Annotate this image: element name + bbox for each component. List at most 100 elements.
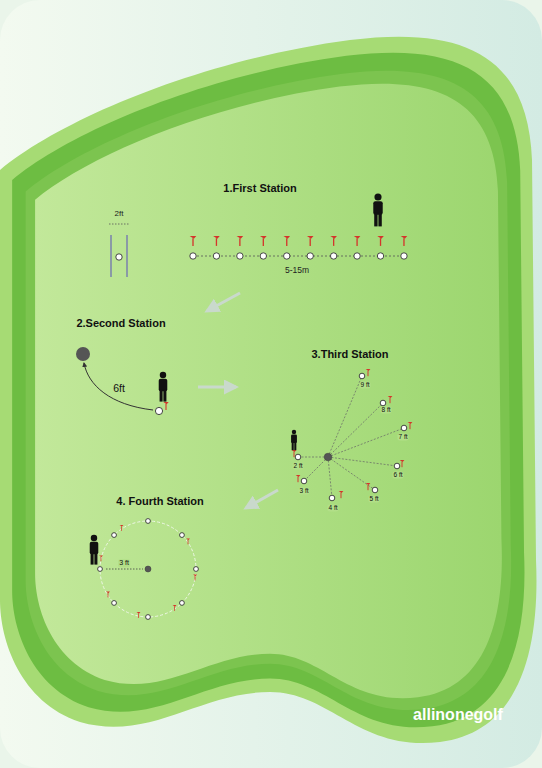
golf-ball [213,253,219,259]
tee-stem [286,238,287,246]
tee-stem [121,526,122,531]
dimension-line [109,224,129,225]
label: 6 ft [392,471,403,478]
person-leg [294,442,296,450]
tee-stem [188,540,189,545]
person-head [374,193,381,200]
golf-ball [194,567,199,572]
putt-line [328,403,383,457]
label: 3 ft [298,487,309,494]
label: 3 ft [118,559,130,567]
tee-stem [195,576,196,581]
tee-stem [390,398,391,404]
tee-stem [310,238,311,246]
putt-line [328,457,332,498]
label: 8 ft [380,406,391,413]
putt-line [298,457,328,458]
putt-arc [84,363,153,410]
tee-stem [239,238,240,246]
golf-ball [155,407,162,414]
golf-ball [284,253,290,259]
flow-arrow [207,293,240,311]
tee-stem [294,452,295,458]
person-leg [374,213,377,227]
golf-ball [112,533,117,538]
tee-stem [298,477,299,483]
tee-stem [410,424,411,430]
gate-rod [126,235,128,277]
tee-stem [380,238,381,246]
label: 6ft [113,383,125,395]
label: 5 ft [368,495,379,502]
putt-line [328,457,397,466]
golf-ball [180,533,185,538]
balls-and-tees [90,193,413,619]
person-head [91,535,97,541]
label: 7 ft [397,433,408,440]
tee-stem [263,238,264,246]
golf-ball [190,253,196,259]
putt-line [328,376,362,457]
putt-line [304,457,328,481]
golf-ball [146,519,151,524]
hole [76,347,90,361]
flow-arrow [246,490,278,508]
person-leg [163,389,166,401]
tee-stem [402,462,403,468]
golf-ball [260,253,266,259]
golf-ball [401,425,407,431]
tee-stem [216,238,217,246]
person-leg [160,389,163,401]
tee-stem [107,593,108,598]
putt-line [328,457,375,490]
label: 4. Fourth Station [116,495,203,507]
label: 1.First Station [223,182,296,194]
golf-ball [377,253,383,259]
gate-rod [110,235,112,277]
golf-ball [98,567,103,572]
golf-ball [180,601,185,606]
tee-stem [192,238,193,246]
label: 3.Third Station [312,348,389,360]
hole [324,453,332,461]
person-leg [91,552,94,564]
tee-stem [368,485,369,491]
golf-ball [359,373,365,379]
golf-ball [116,254,122,260]
label: 9 ft [359,381,370,388]
golf-ball [301,478,307,484]
tee-stem [333,238,334,246]
person-leg [292,442,294,450]
label: 2.Second Station [76,317,165,329]
golf-ball [237,253,243,259]
label: 2ft [115,210,124,219]
golf-ball [372,487,378,493]
person-head [292,430,296,434]
golf-ball [112,601,117,606]
golf-ball [394,463,400,469]
golf-ball [330,253,336,259]
ball-row-line [193,256,404,257]
tee-stem [368,371,369,377]
golf-ball [380,400,386,406]
tee-stem [138,613,139,618]
watermark: allinonegolf [413,706,503,724]
tee-stem [100,557,101,562]
green-area [0,37,536,743]
golf-ball [146,615,151,620]
dimension-line [106,569,143,570]
label: 5-15m [285,266,309,275]
hole [145,566,151,572]
golf-ball [329,495,335,501]
putt-circle [100,521,196,617]
tee-stem [356,238,357,246]
label: 2 ft [292,462,303,469]
tee-stem [165,404,166,410]
putt-line [328,428,404,457]
golf-ball [354,253,360,259]
tee-stem [174,606,175,611]
golf-ball [307,253,313,259]
tee-stem [403,238,404,246]
